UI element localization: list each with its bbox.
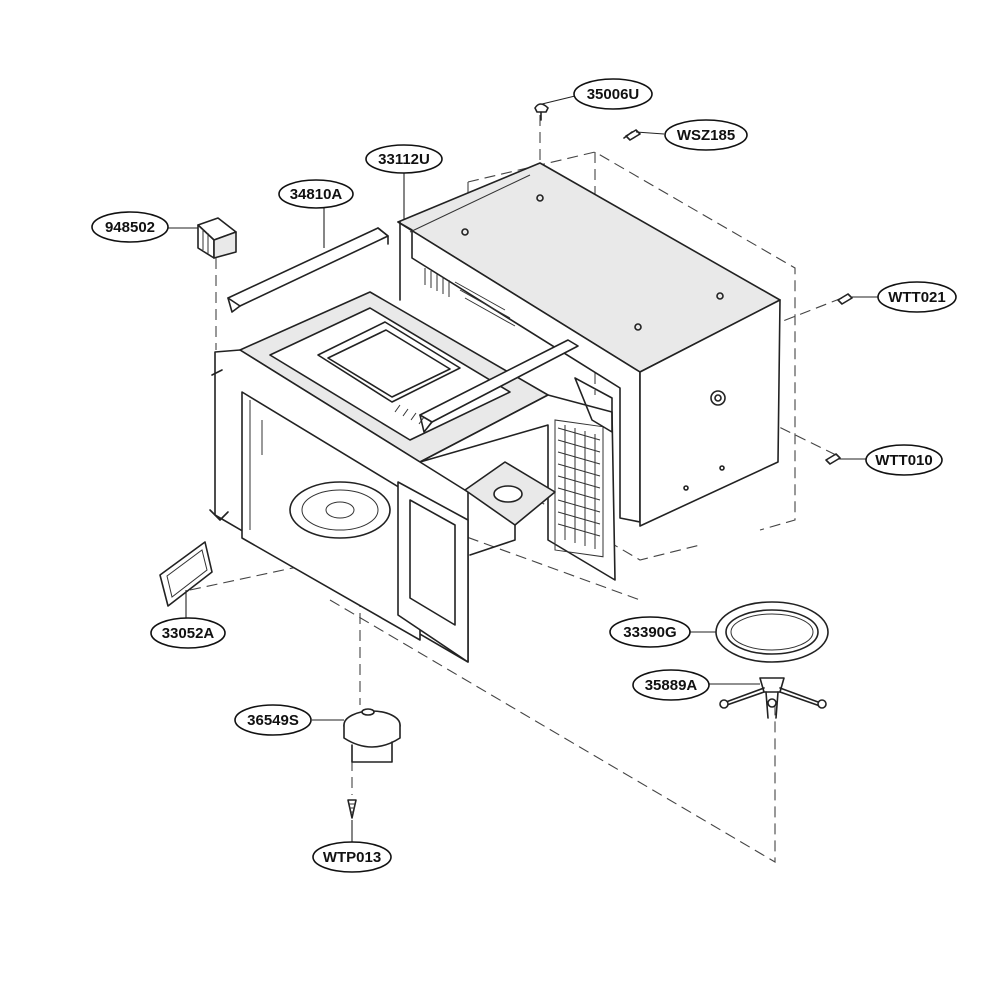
leader-lines [168, 95, 878, 844]
fasteners [347, 103, 853, 819]
callout-label: 33390G [623, 624, 676, 641]
top-plate-vents [394, 404, 433, 429]
part-35889A-support [719, 677, 827, 719]
cabinet-vents [424, 268, 516, 327]
screw-WTT010 [825, 453, 841, 465]
part-948502-block [197, 217, 237, 259]
callout-33052A: 33052A [150, 617, 226, 649]
callout-WSZ185: WSZ185 [664, 119, 748, 151]
callout-33112U: 33112U [365, 144, 443, 174]
side-vent-grid [554, 419, 604, 558]
screw-WTP013 [347, 799, 357, 819]
callout-label: 34810A [290, 186, 343, 203]
callout-label: 33112U [378, 151, 430, 168]
callout-label: WTP013 [323, 849, 381, 866]
callout-label: WTT010 [875, 452, 933, 469]
callout-35889A: 35889A [632, 669, 710, 701]
callout-label: 35006U [587, 86, 640, 103]
callout-35006U: 35006U [573, 78, 653, 110]
callout-WTT021: WTT021 [877, 281, 957, 313]
screw-WTT021 [837, 293, 853, 305]
screw-WSZ185 [623, 129, 641, 141]
callout-label: 948502 [105, 219, 155, 236]
callout-33390G: 33390G [609, 616, 691, 648]
callout-label: 33052A [162, 625, 215, 642]
cavity-assembly [209, 227, 616, 663]
callout-label: 36549S [247, 712, 299, 729]
callout-label: WTT021 [888, 289, 946, 306]
part-33052A-cover [159, 541, 213, 607]
part-33390G-ring [715, 601, 829, 663]
callout-label: WSZ185 [677, 127, 735, 144]
callout-36549S: 36549S [234, 704, 312, 736]
part-35006U-pin [534, 103, 549, 113]
outer-cabinet [397, 162, 781, 527]
callout-label: 35889A [645, 677, 698, 694]
part-36549S-motor [343, 708, 401, 763]
callout-WTP013: WTP013 [312, 841, 392, 873]
callout-34810A: 34810A [278, 179, 354, 209]
callout-948502: 948502 [91, 211, 169, 243]
callout-WTT010: WTT010 [865, 444, 943, 476]
